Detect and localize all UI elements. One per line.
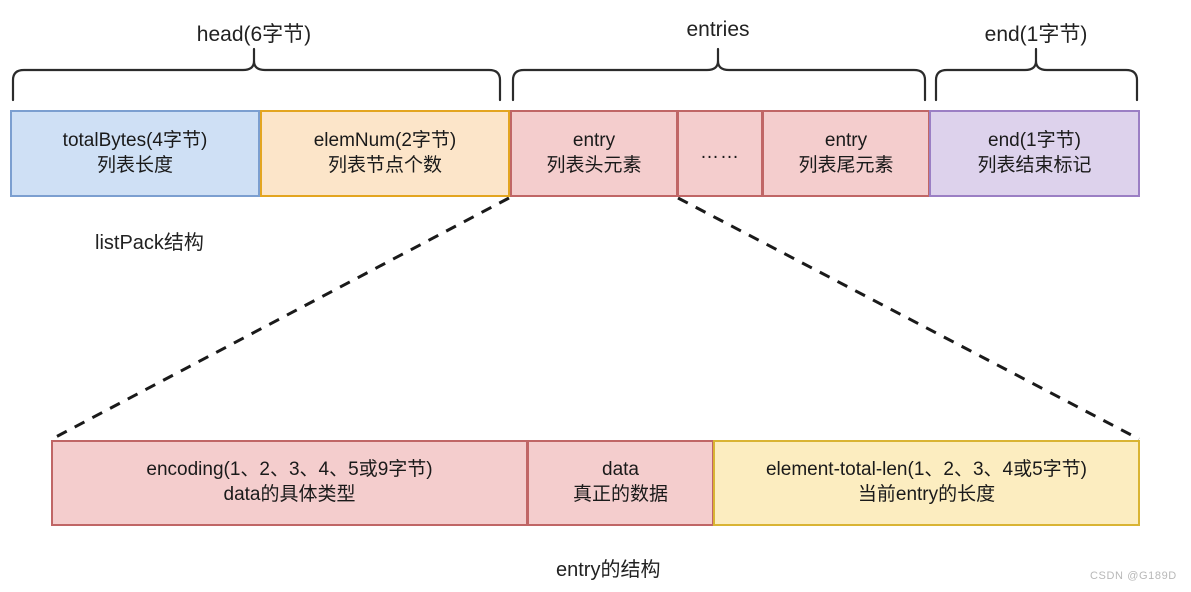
brace-label-head: head(6字节)	[196, 23, 312, 46]
field-subtitle: 列表头元素	[546, 154, 642, 176]
listpack-field-entry-ellipsis: ……	[677, 110, 763, 197]
field-title: totalBytes(4字节)	[62, 129, 208, 151]
listpack-caption: listPack结构	[95, 232, 204, 254]
field-title: elemNum(2字节)	[313, 129, 457, 151]
field-subtitle: data的具体类型	[223, 484, 356, 505]
listpack-field-elemnum[interactable]: elemNum(2字节) 列表节点个数	[260, 110, 510, 197]
entry-caption: entry的结构	[556, 559, 661, 581]
field-subtitle: 列表结束标记	[977, 154, 1092, 176]
entry-field-encoding[interactable]: encoding(1、2、3、4、5或9字节) data的具体类型	[51, 440, 528, 526]
entry-field-data[interactable]: data 真正的数据	[527, 440, 714, 526]
field-subtitle: 列表尾元素	[798, 154, 894, 176]
field-title: entry	[824, 129, 868, 151]
entry-field-element-total-len[interactable]: element-total-len(1、2、3、4或5字节) 当前entry的长…	[713, 440, 1140, 526]
brace-label-end: end(1字节)	[984, 23, 1088, 46]
field-title: element-total-len(1、2、3、4或5字节)	[765, 459, 1087, 481]
field-title: entry	[572, 129, 616, 151]
watermark: CSDN @G189D	[1090, 570, 1177, 582]
listpack-field-entry-tail[interactable]: entry 列表尾元素	[762, 110, 930, 197]
listpack-field-end[interactable]: end(1字节) 列表结束标记	[929, 110, 1140, 197]
brace-label-entries: entries	[686, 18, 750, 41]
ellipsis-label: ……	[700, 142, 740, 164]
field-subtitle: 列表节点个数	[327, 154, 442, 176]
field-subtitle: 当前entry的长度	[857, 484, 996, 505]
field-subtitle: 真正的数据	[572, 484, 668, 505]
field-subtitle: 列表长度	[96, 154, 173, 176]
listpack-field-totalbytes[interactable]: totalBytes(4字节) 列表长度	[10, 110, 260, 197]
listpack-field-entry-head[interactable]: entry 列表头元素	[510, 110, 678, 197]
field-title: end(1字节)	[988, 129, 1081, 151]
connector-right	[677, 196, 1140, 441]
field-title: encoding(1、2、3、4、5或9字节)	[146, 459, 433, 481]
field-title: data	[602, 459, 639, 481]
